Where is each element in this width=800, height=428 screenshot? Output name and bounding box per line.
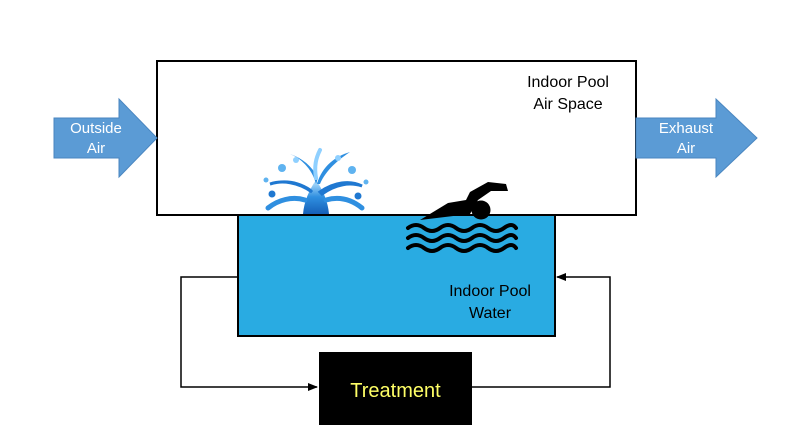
outside-air-label-line1: Outside (70, 120, 122, 137)
exhaust-air-label-line1: Exhaust (659, 120, 714, 137)
flow-pool-to-treatment (180, 276, 318, 391)
exhaust-air-arrow (635, 97, 758, 179)
pool-water-label-line2: Water (469, 305, 512, 322)
pool-water-label-line1: Indoor Pool (449, 283, 531, 300)
outside-air-arrow (53, 97, 158, 179)
air-space-label-line2: Air Space (533, 96, 602, 113)
air-space-label-line1: Indoor Pool (527, 74, 609, 91)
air-space-box (156, 60, 637, 216)
flow-treatment-to-pool (472, 273, 611, 388)
exhaust-air-label-line2: Air (677, 140, 695, 157)
treatment-box (319, 352, 472, 425)
treatment-label: Treatment (350, 380, 441, 402)
water-splash-icon (263, 148, 369, 214)
outside-air-label-line2: Air (87, 140, 105, 157)
swimmer-icon (406, 182, 518, 253)
pool-water-box (237, 214, 556, 337)
